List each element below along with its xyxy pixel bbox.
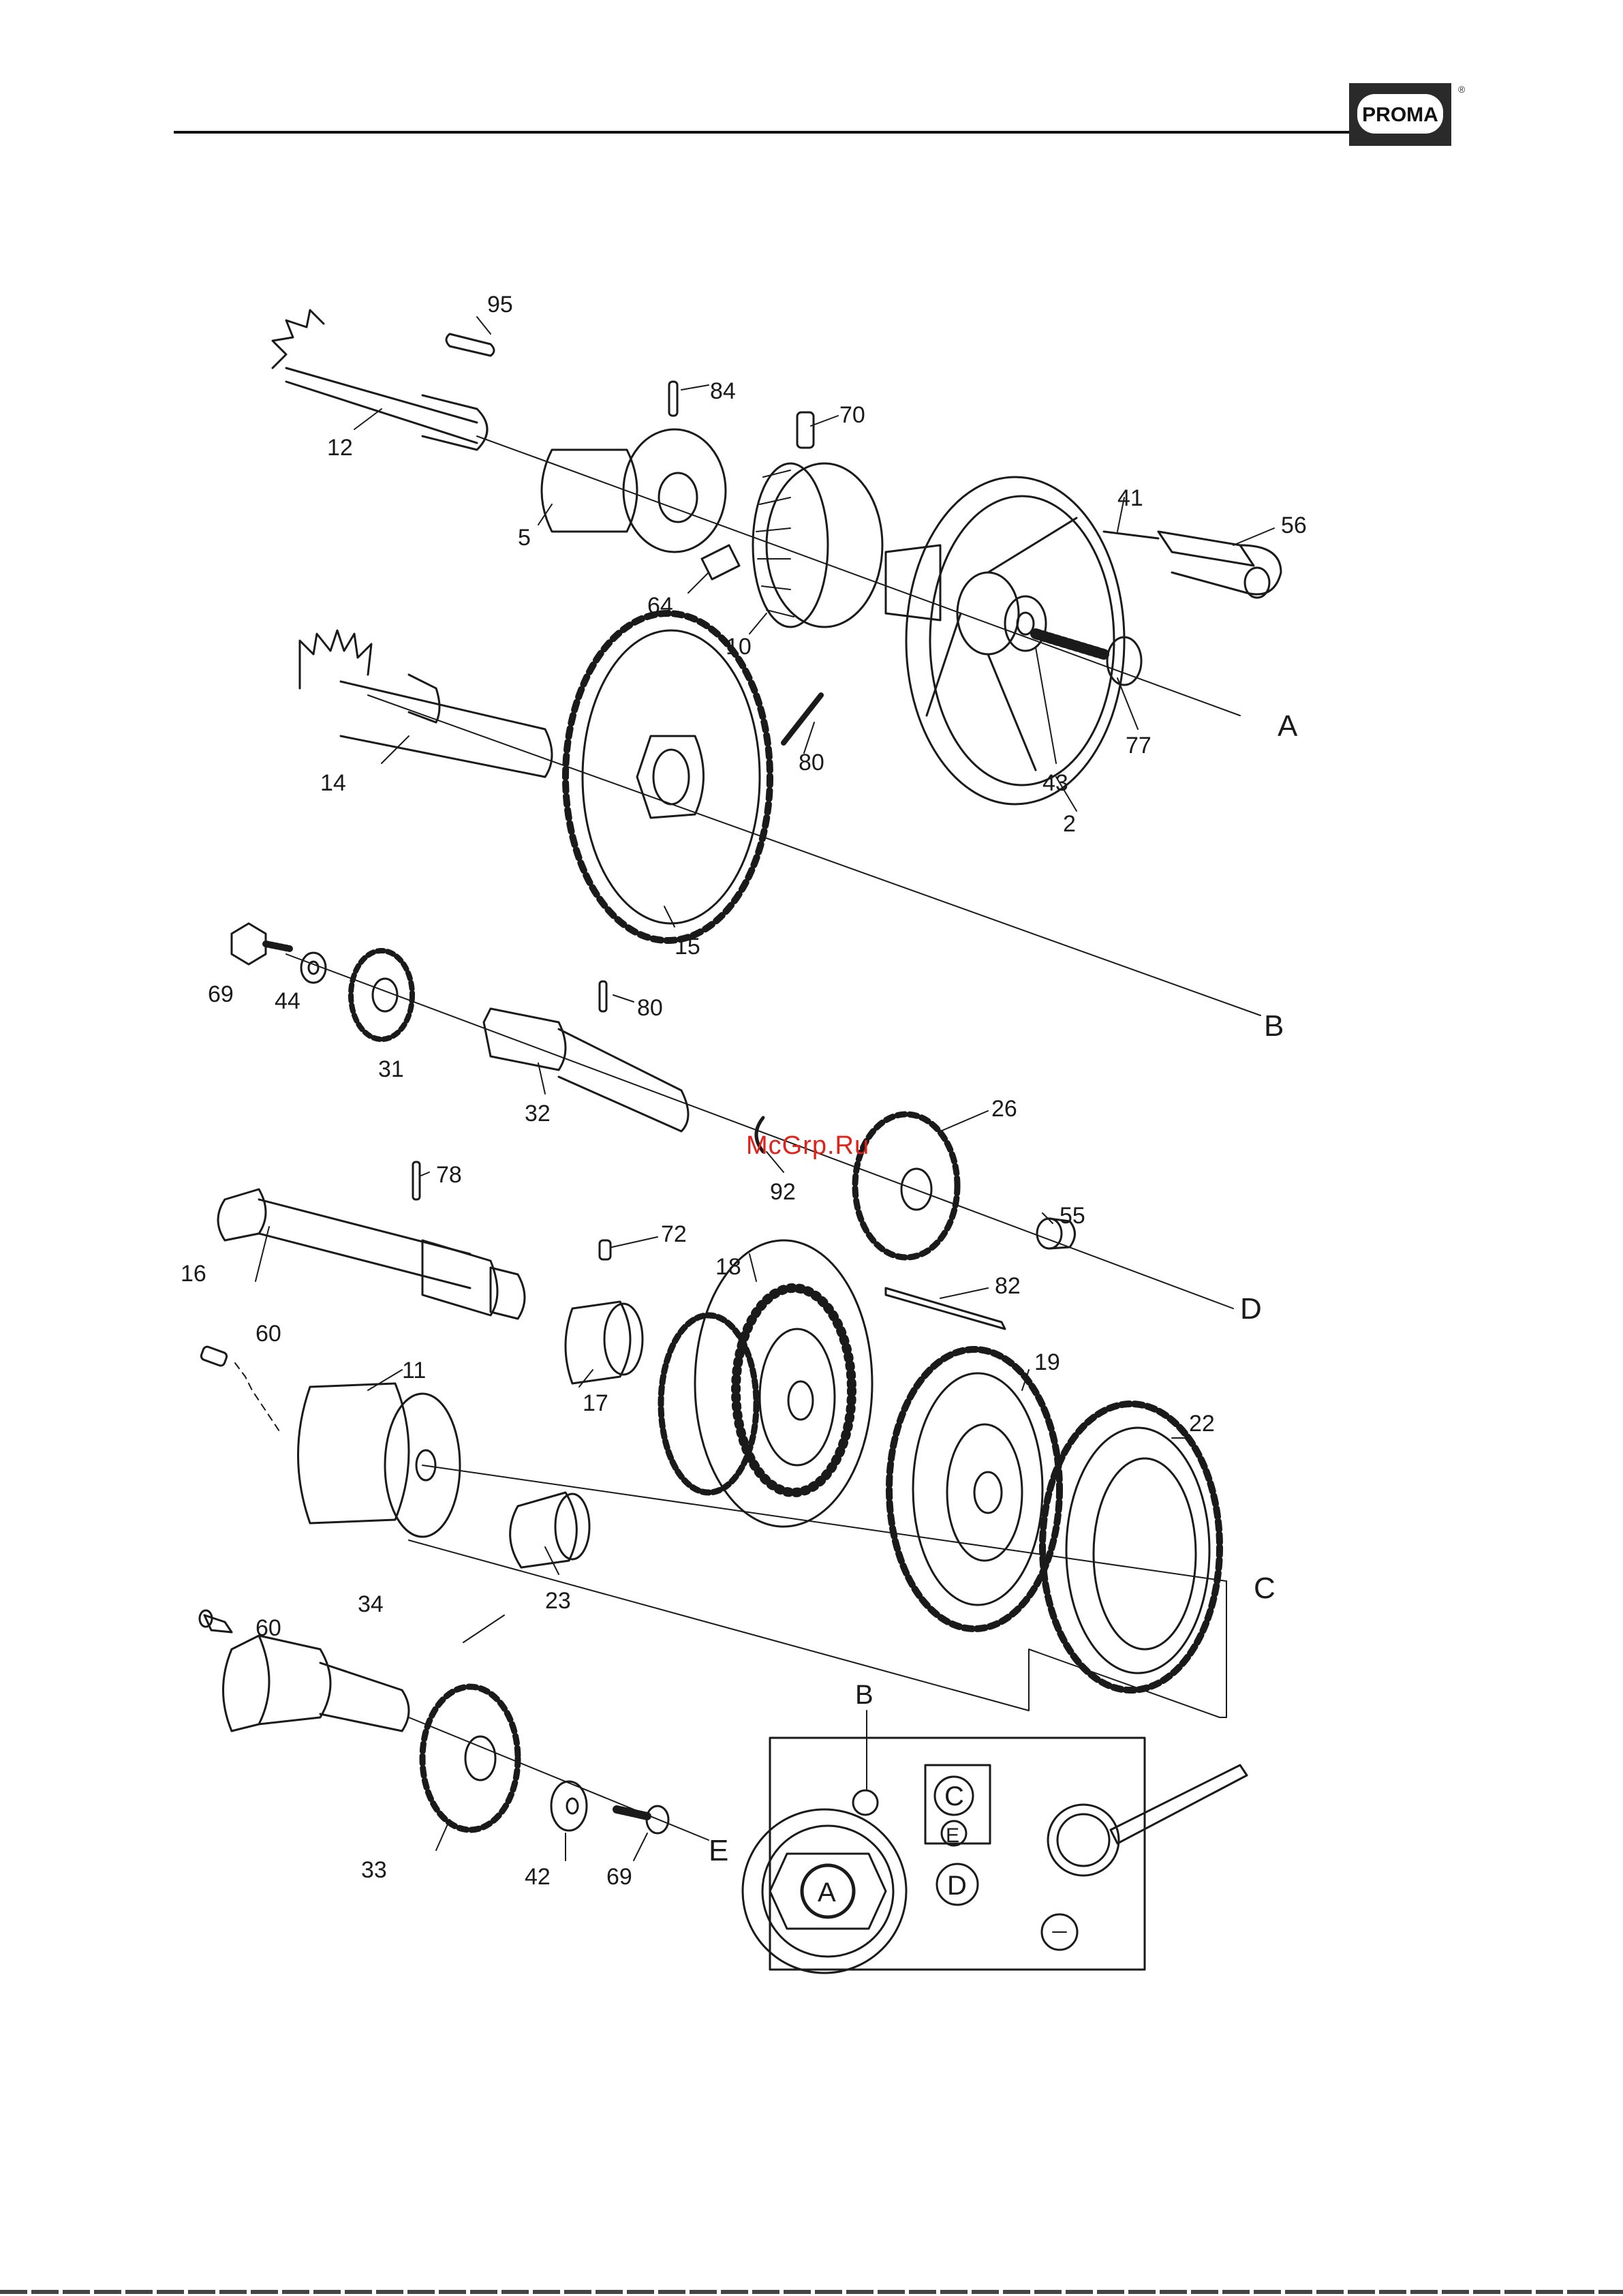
callout-70: 70 [839, 402, 865, 428]
callout-31: 31 [378, 1056, 404, 1082]
callout-80-upper: 80 [799, 750, 824, 776]
screw-70 [797, 412, 814, 448]
front-panel [743, 1738, 1247, 1973]
callout-64: 64 [647, 593, 673, 619]
callout-72: 72 [661, 1221, 687, 1247]
callout-56: 56 [1281, 512, 1307, 538]
gear-31 [351, 951, 412, 1039]
callout-11: 11 [402, 1358, 426, 1383]
callout-33: 33 [361, 1857, 387, 1883]
callout-16: 16 [181, 1261, 206, 1287]
callout-19: 19 [1034, 1349, 1060, 1375]
callout-17: 17 [583, 1390, 608, 1416]
watermark-text: McGrp.Ru [746, 1131, 869, 1161]
axis-label-e: E [709, 1834, 728, 1867]
callout-42: 42 [525, 1864, 551, 1890]
shaft-34 [223, 1636, 409, 1731]
panel-label-a: A [818, 1878, 836, 1908]
callout-23: 23 [545, 1588, 571, 1614]
callout-34: 34 [358, 1591, 384, 1617]
axis-label-d: D [1240, 1292, 1262, 1326]
panel-label-d: D [947, 1871, 967, 1901]
axis-label-b: B [1264, 1009, 1284, 1043]
gear-22 [1042, 1404, 1220, 1690]
pin-84 [669, 382, 677, 416]
collar-5 [542, 429, 726, 552]
callout-77: 77 [1126, 733, 1151, 759]
handle-56 [1104, 532, 1281, 598]
nut-69-upper [232, 923, 290, 964]
shaft-16 [218, 1189, 525, 1319]
callout-15: 15 [675, 934, 700, 960]
shaft-14 [300, 630, 552, 777]
callout-44: 44 [275, 988, 300, 1014]
key-82 [886, 1288, 1005, 1329]
callout-14: 14 [320, 770, 346, 796]
callout-32: 32 [525, 1101, 551, 1127]
callout-55: 55 [1060, 1203, 1085, 1229]
callout-92: 92 [770, 1179, 796, 1205]
screw-72 [600, 1240, 610, 1259]
callout-78: 78 [436, 1162, 462, 1188]
callout-26: 26 [991, 1096, 1017, 1122]
sleeve-11 [298, 1383, 461, 1537]
panel-label-c: C [944, 1781, 964, 1811]
pin-78 [413, 1162, 420, 1199]
callout-43: 43 [1042, 770, 1068, 796]
callout-95: 95 [487, 292, 513, 318]
bevel-gear-18 [661, 1240, 872, 1527]
guide-line-60 [235, 1363, 279, 1431]
nut-69-lower [617, 1806, 668, 1833]
collar-17 [566, 1302, 643, 1383]
callout-12: 12 [327, 435, 353, 461]
shaft-12 [273, 310, 552, 463]
callout-2: 2 [1063, 811, 1076, 837]
handwheel-2 [886, 477, 1124, 804]
callout-84: 84 [710, 378, 736, 404]
shaft-32 [484, 1009, 688, 1131]
gear-19 [889, 1349, 1060, 1629]
dial-ring-10 [753, 463, 882, 627]
washer-42 [551, 1781, 587, 1831]
gear-33 [422, 1687, 518, 1830]
key-95 [446, 334, 494, 356]
axis-label-a: A [1278, 709, 1298, 743]
callout-69-upper: 69 [208, 981, 234, 1007]
pin-80-upper [784, 695, 821, 743]
callout-80-lower: 80 [637, 995, 663, 1021]
screw-60-lower [200, 1610, 232, 1632]
axis-line-e [409, 1717, 709, 1840]
panel-label-e: E [946, 1824, 959, 1847]
callout-60-upper: 60 [256, 1321, 281, 1347]
callout-10: 10 [726, 634, 752, 660]
axis-label-c: C [1254, 1572, 1276, 1605]
screw-60-upper [200, 1345, 228, 1366]
callout-69-lower: 69 [606, 1864, 632, 1890]
callout-22: 22 [1189, 1411, 1215, 1437]
pin-80-lower [600, 981, 606, 1011]
callout-82: 82 [995, 1273, 1021, 1299]
panel-label-b: B [855, 1680, 874, 1710]
callout-60-lower: 60 [256, 1615, 281, 1641]
bottom-edge-rule [0, 2290, 1623, 2294]
callout-5: 5 [518, 525, 531, 551]
callout-18: 18 [715, 1254, 741, 1280]
callout-41: 41 [1117, 485, 1143, 511]
